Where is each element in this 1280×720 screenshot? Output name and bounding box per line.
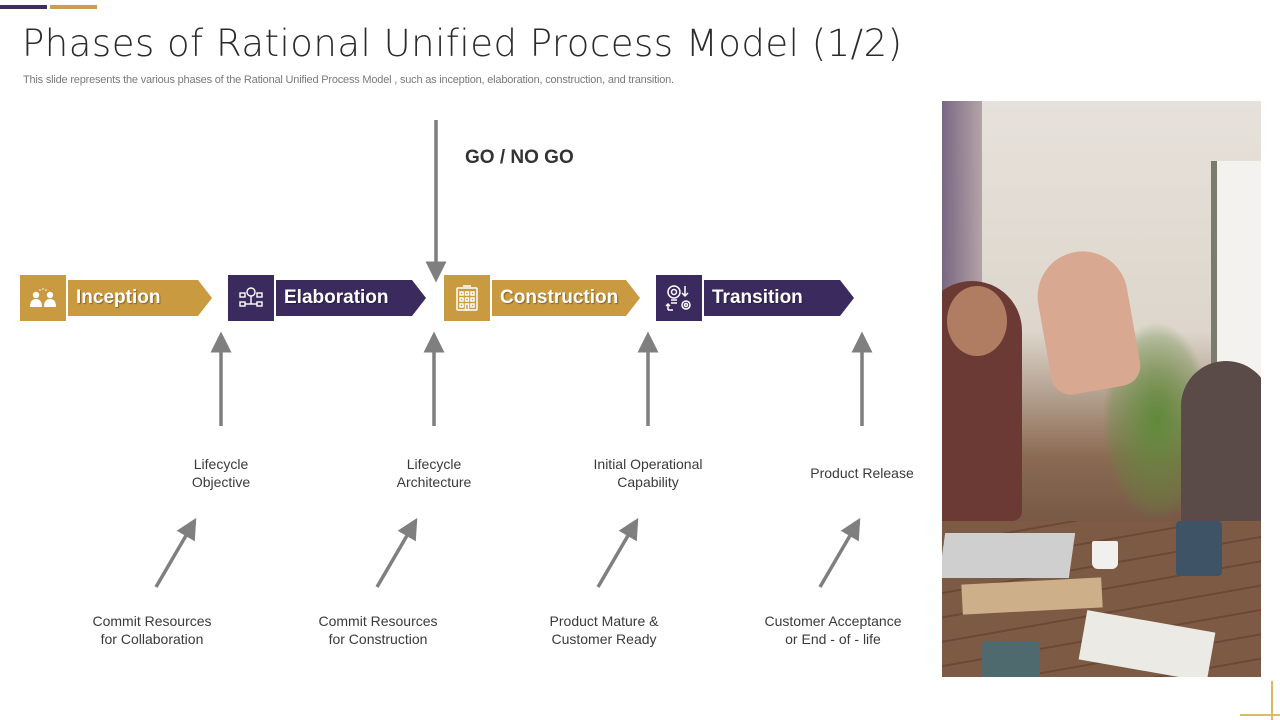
milestone-lifecycle-objective: Lifecycle Objective [192,455,250,491]
phase-label-arrow: Inception [68,280,212,316]
criteria-commit-collaboration: Commit Resources for Collaboration [92,612,211,648]
people-icon [20,275,66,321]
phase-label: Transition [712,287,803,308]
phase-inception: Inception [20,275,212,321]
corner-accent-horizontal [1240,714,1280,716]
milestone-product-release: Product Release [810,464,914,482]
criteria-customer-acceptance: Customer Acceptance or End - of - life [765,612,902,648]
criteria-label-line: or End - of - life [785,631,881,647]
criteria-label-line: Customer Ready [551,631,657,647]
phase-elaboration: Elaboration [228,275,426,321]
slide-title: Phases of Rational Unified Process Model… [22,22,903,65]
team-high-five-photo [942,101,1261,677]
go-no-go-label: GO / NO GO [465,147,574,168]
phase-label: Elaboration [284,287,389,308]
phase-label-arrow: Construction [492,280,640,316]
building-icon [444,275,490,321]
criteria-label-line: Product Mature & [549,613,659,629]
phase-construction: Construction [444,275,640,321]
phase-label-arrow: Elaboration [276,280,426,316]
milestone-label-line: Capability [617,474,679,490]
bulb-gear-transfer-icon [656,275,702,321]
decorative-bar-purple [0,5,47,9]
milestone-label-line: Initial Operational [593,456,703,472]
criteria-label-line: for Collaboration [100,631,204,647]
milestone-label-line: Lifecycle [193,456,249,472]
slide-subtitle: This slide represents the various phases… [23,74,674,86]
criteria-arrow-4 [818,517,861,588]
milestone-initial-operational-capability: Initial Operational Capability [594,455,703,491]
milestone-label-line: Product Release [810,465,914,481]
milestone-label-line: Architecture [396,474,472,490]
criteria-label-line: Commit Resources [318,613,438,629]
phase-transition: Transition [656,275,854,321]
phase-label: Construction [500,287,619,308]
criteria-arrow-1 [154,517,197,588]
criteria-commit-construction: Commit Resources for Construction [318,612,437,648]
criteria-label-line: Customer Acceptance [764,613,902,629]
criteria-label-line: for Construction [328,631,428,647]
phase-label: Inception [76,287,161,308]
analysis-network-icon [228,275,274,321]
milestone-label-line: Lifecycle [406,456,462,472]
criteria-product-mature: Product Mature & Customer Ready [550,612,659,648]
criteria-arrow-3 [596,517,639,588]
milestone-label-line: Objective [191,474,251,490]
decorative-bar-gold [50,5,97,9]
criteria-label-line: Commit Resources [92,613,212,629]
milestone-lifecycle-architecture: Lifecycle Architecture [397,455,472,491]
criteria-arrow-2 [375,517,418,588]
phase-label-arrow: Transition [704,280,854,316]
corner-accent-vertical [1271,681,1273,720]
